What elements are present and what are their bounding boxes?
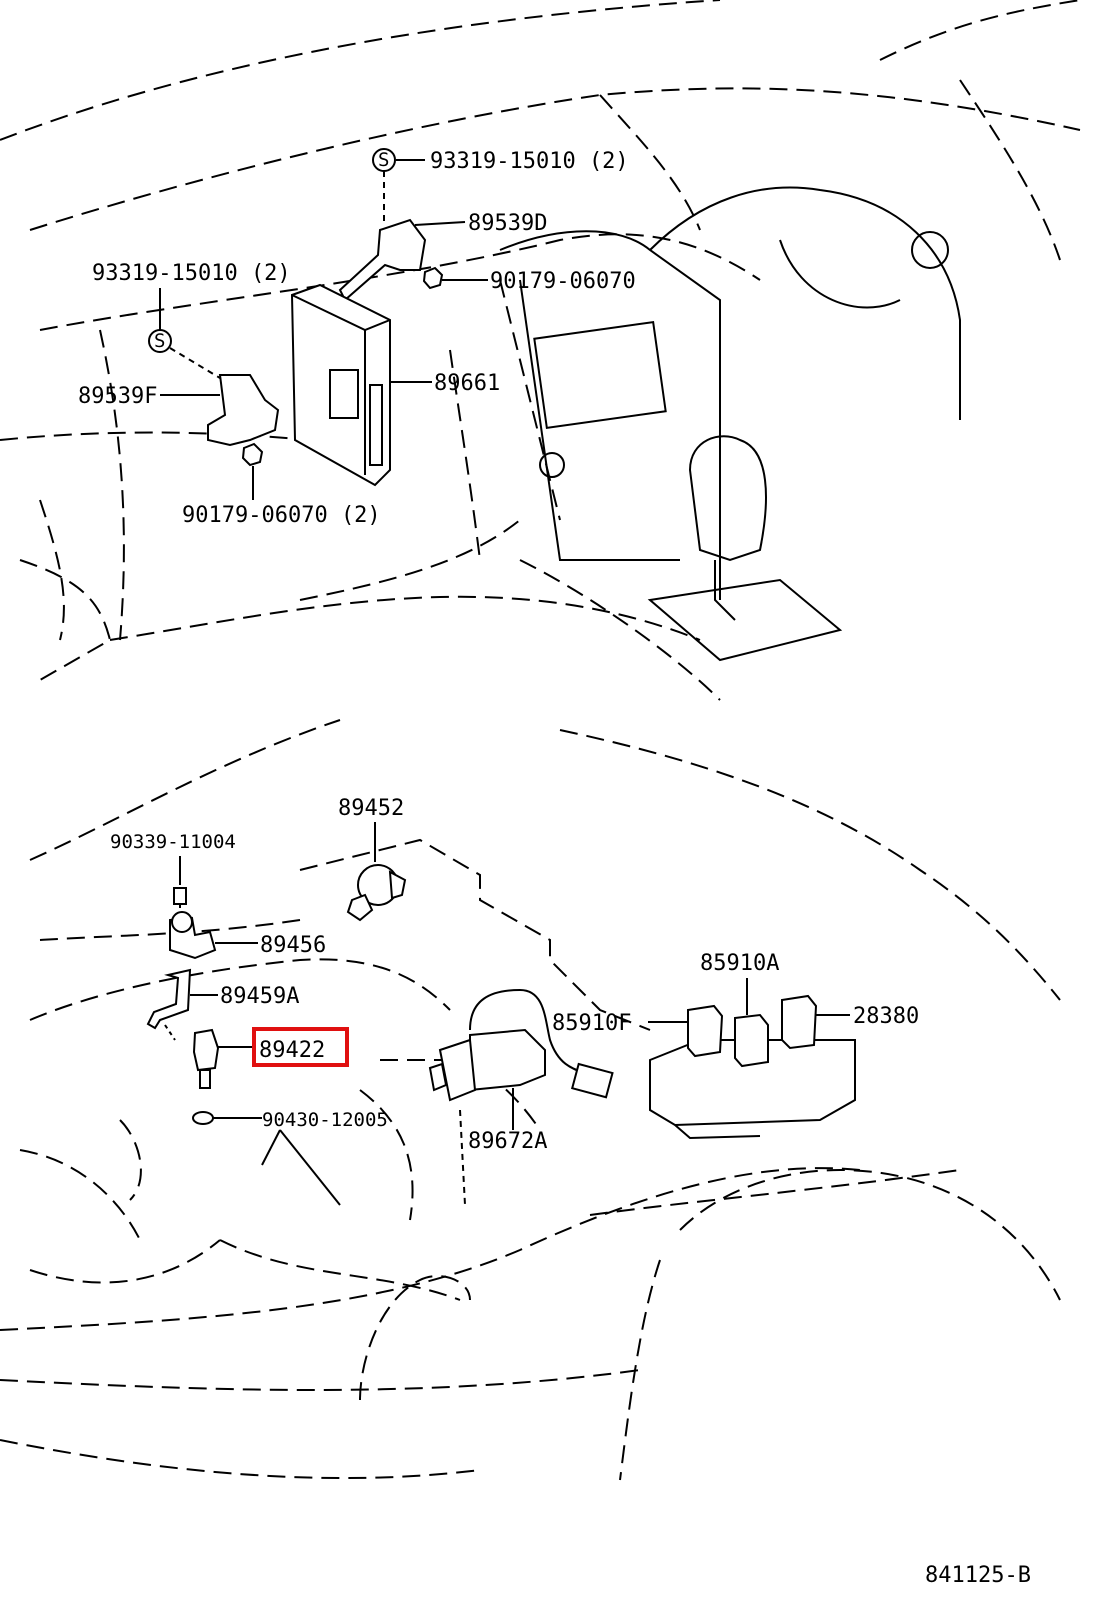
center-console — [499, 186, 961, 662]
label-90179-bottom: 90179-06070 (2) — [182, 503, 381, 528]
label-89661: 89661 — [434, 371, 500, 396]
label-89422: 89422 — [259, 1038, 325, 1063]
label-89459a: 89459A — [220, 984, 299, 1009]
relay-85910a — [734, 978, 769, 1068]
bracket-89539f — [160, 374, 280, 447]
bracket-89459a — [146, 968, 218, 1030]
label-90430: 90430-12005 — [262, 1109, 388, 1131]
bolt-90339 — [173, 856, 187, 915]
label-89456: 89456 — [260, 933, 326, 958]
label-93319-left: 93319-15010 (2) — [92, 261, 291, 286]
label-89539d: 89539D — [468, 211, 547, 236]
relay-28380 — [781, 994, 850, 1050]
label-89539f: 89539F — [78, 384, 157, 409]
label-85910f: 85910F — [552, 1011, 631, 1036]
label-85910a: 85910A — [700, 951, 779, 976]
sensor-89422 — [164, 1024, 254, 1089]
highlight-box-89422 — [252, 1027, 349, 1067]
bracket-89539d — [338, 218, 466, 302]
label-90179-top: 90179-06070 — [490, 269, 636, 294]
label-93319-top: 93319-15010 (2) — [430, 149, 629, 174]
label-89452: 89452 — [338, 796, 404, 821]
engine-bay-outline — [0, 719, 1061, 1481]
screw-marker-left: S — [148, 288, 221, 379]
label-90339: 90339-11004 — [110, 831, 236, 853]
svg-text:S: S — [154, 330, 165, 352]
relay-box — [649, 1039, 856, 1140]
label-89672a: 89672A — [468, 1129, 547, 1154]
diagram-id: 841125-B — [925, 1563, 1031, 1588]
svg-text:S: S — [378, 149, 389, 171]
sensor-89456 — [169, 911, 258, 960]
ecu-89661 — [290, 283, 432, 487]
dashboard-outline — [0, 0, 1081, 701]
label-28380: 28380 — [853, 1004, 919, 1029]
sensor-89452 — [346, 822, 407, 922]
gasket-90430 — [192, 1111, 341, 1206]
screw-marker-top: S — [372, 148, 425, 225]
actuator-89672a — [428, 988, 614, 1206]
nut-90179-bottom — [241, 442, 264, 500]
relay-85910f — [648, 1004, 724, 1058]
nut-90179-top — [422, 266, 488, 290]
